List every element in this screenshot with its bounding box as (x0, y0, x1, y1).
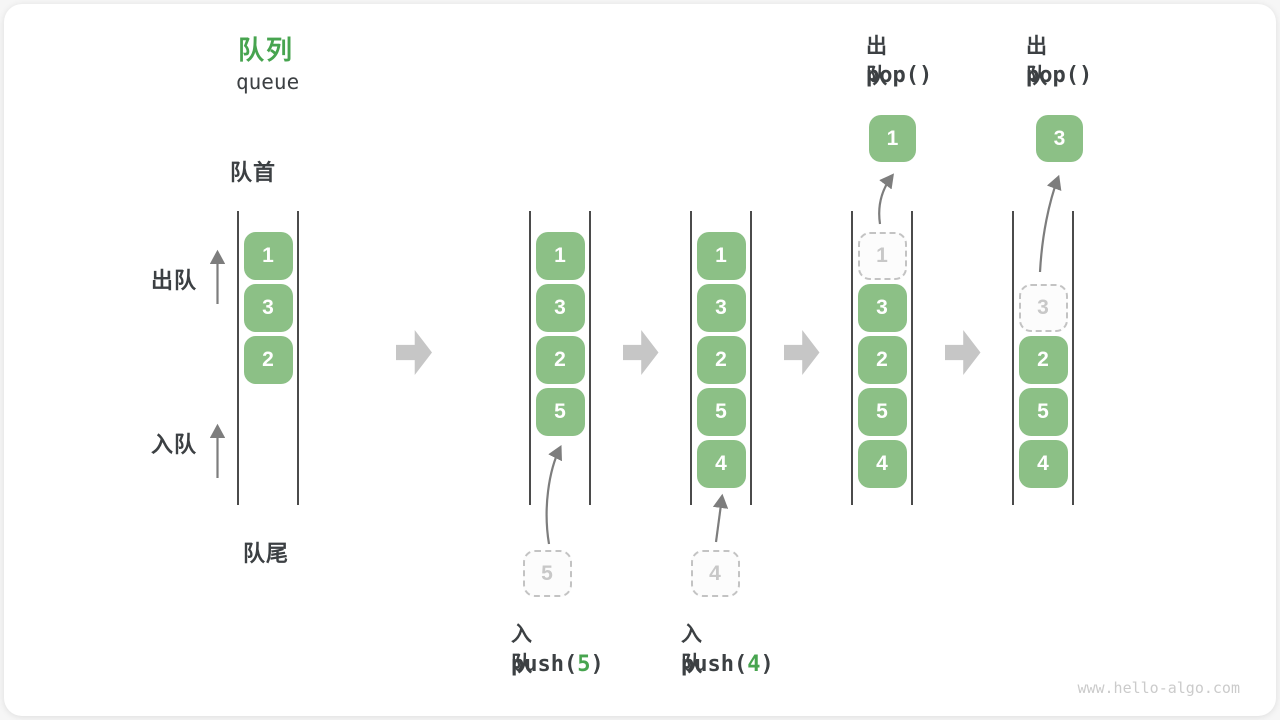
op-code-code_pre: push( (511, 652, 578, 677)
queue-element-box: 5 (1018, 388, 1068, 436)
diagram-title-en: queue (236, 70, 300, 94)
queue-element-box: 3 (535, 284, 585, 332)
queue-element-box: 4 (1018, 440, 1068, 488)
queue-channel (690, 211, 752, 505)
op-label-code: push(5) (511, 652, 604, 677)
diagram-title-zh: 队列 (238, 35, 295, 65)
label-enqueue-left: 入队 (151, 432, 198, 457)
queue-element-box: 1 (243, 232, 293, 280)
op-code-code_pre: pop() (866, 63, 933, 88)
queue-element-box: 1 (535, 232, 585, 280)
queue-element-box: 4 (857, 440, 907, 488)
queue-element-box-dashed: 1 (857, 232, 907, 280)
popped-element-box: 1 (869, 115, 916, 162)
op-code-code_pre: pop() (1026, 63, 1093, 88)
op-code-code_post: ) (590, 652, 604, 677)
queue-channel (1012, 211, 1074, 505)
op-label-code: pop() (1026, 63, 1092, 88)
queue-element-box: 2 (696, 336, 746, 384)
op-code-code_pre: push( (681, 652, 748, 677)
op-label-zh: 出队 (866, 35, 888, 88)
op-label-zh: 入队 (681, 623, 703, 676)
op-code-arg: 5 (577, 652, 591, 677)
queue-element-box-dashed: 3 (1018, 284, 1068, 332)
queue-element-box: 4 (696, 440, 746, 488)
queue-element-box: 3 (243, 284, 293, 332)
label-queue-rear: 队尾 (243, 541, 290, 566)
op-code-code_post: ) (760, 652, 774, 677)
queue-element-box: 3 (696, 284, 746, 332)
pending-element-box: 4 (690, 550, 740, 597)
op-code-arg: 4 (747, 652, 761, 677)
queue-element-box: 2 (1018, 336, 1068, 384)
watermark: www.hello-algo.com (1077, 679, 1240, 697)
queue-element-box: 5 (535, 388, 585, 436)
queue-element-box: 5 (696, 388, 746, 436)
queue-element-box: 2 (857, 336, 907, 384)
queue-element-box: 2 (243, 336, 293, 384)
label-dequeue-left: 出队 (151, 268, 198, 293)
queue-element-box: 5 (857, 388, 907, 436)
popped-element-box: 3 (1036, 115, 1083, 162)
op-label-zh: 入队 (511, 623, 533, 676)
pending-element-box: 5 (522, 550, 572, 597)
queue-channel (851, 211, 913, 505)
op-label-code: pop() (866, 63, 932, 88)
op-label-zh: 出队 (1026, 35, 1048, 88)
queue-channel (237, 211, 299, 505)
queue-element-box: 1 (696, 232, 746, 280)
queue-channel (529, 211, 591, 505)
queue-element-box: 2 (535, 336, 585, 384)
queue-element-box: 3 (857, 284, 907, 332)
label-queue-front: 队首 (230, 160, 277, 185)
op-label-code: push(4) (681, 652, 774, 677)
